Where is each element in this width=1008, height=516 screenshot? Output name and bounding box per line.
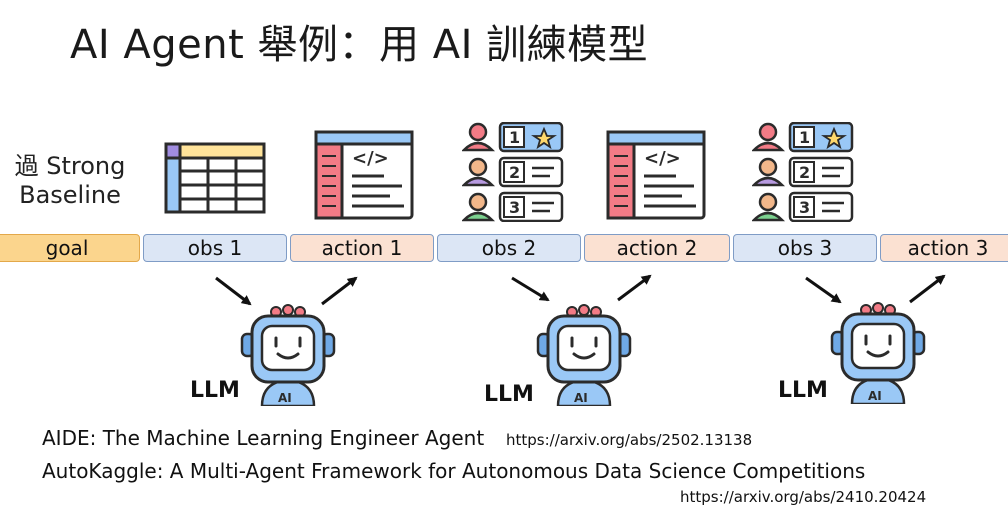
slide-title: AI Agent 舉例：用 AI 訓練模型 [70, 22, 649, 68]
rank-2-label: 2 [799, 163, 810, 182]
robot-badge: AI [868, 389, 882, 403]
code-glyph: </> [352, 148, 389, 169]
leaderboard-icon: 1 2 3 [460, 121, 564, 226]
llm-label: LLM [484, 382, 534, 407]
code-window-icon: </> [314, 130, 414, 224]
arrow-llm-to-action2 [617, 274, 652, 302]
reference-2-title: AutoKaggle: A Multi-Agent Framework for … [42, 459, 866, 483]
leaderboard-icon: 1 2 3 [750, 121, 854, 226]
timeline-action-3: action 3 [880, 234, 1008, 262]
robot-icon: AI [830, 302, 926, 408]
robot-icon: AI [536, 304, 632, 410]
robot-icon: AI [240, 304, 336, 410]
arrow-obs2-to-llm [511, 276, 550, 302]
rank-3-label: 3 [509, 198, 520, 217]
llm-label: LLM [190, 378, 240, 403]
rank-3-label: 3 [799, 198, 810, 217]
llm-label: LLM [778, 378, 828, 403]
code-glyph: </> [644, 148, 681, 169]
arrow-obs3-to-llm [805, 276, 842, 304]
timeline-action-2: action 2 [584, 234, 730, 262]
robot-badge: AI [278, 391, 292, 405]
reference-1-title: AIDE: The Machine Learning Engineer Agen… [42, 426, 485, 450]
code-window-icon: </> [606, 130, 706, 224]
timeline-obs-2: obs 2 [437, 234, 581, 262]
arrow-obs1-to-llm [215, 276, 252, 306]
rank-2-label: 2 [509, 163, 520, 182]
arrow-llm-to-action1 [321, 276, 358, 306]
timeline-action-1: action 1 [290, 234, 434, 262]
rank-1-label: 1 [509, 128, 520, 147]
reference-2-url[interactable]: https://arxiv.org/abs/2410.20424 [680, 488, 927, 506]
side-note: 過 Strong Baseline [14, 152, 126, 210]
timeline-bar: goal obs 1 action 1 obs 2 action 2 obs 3… [0, 234, 1008, 264]
reference-1-url[interactable]: https://arxiv.org/abs/2502.13138 [506, 431, 753, 449]
timeline-obs-3: obs 3 [733, 234, 877, 262]
timeline-goal: goal [0, 234, 140, 262]
rank-1-label: 1 [799, 128, 810, 147]
robot-badge: AI [574, 391, 588, 405]
arrow-llm-to-action3 [909, 274, 946, 304]
side-note-line-2: Baseline [19, 181, 121, 209]
timeline-obs-1: obs 1 [143, 234, 287, 262]
spreadsheet-icon [164, 142, 266, 218]
side-note-line-1: 過 Strong [14, 152, 126, 180]
